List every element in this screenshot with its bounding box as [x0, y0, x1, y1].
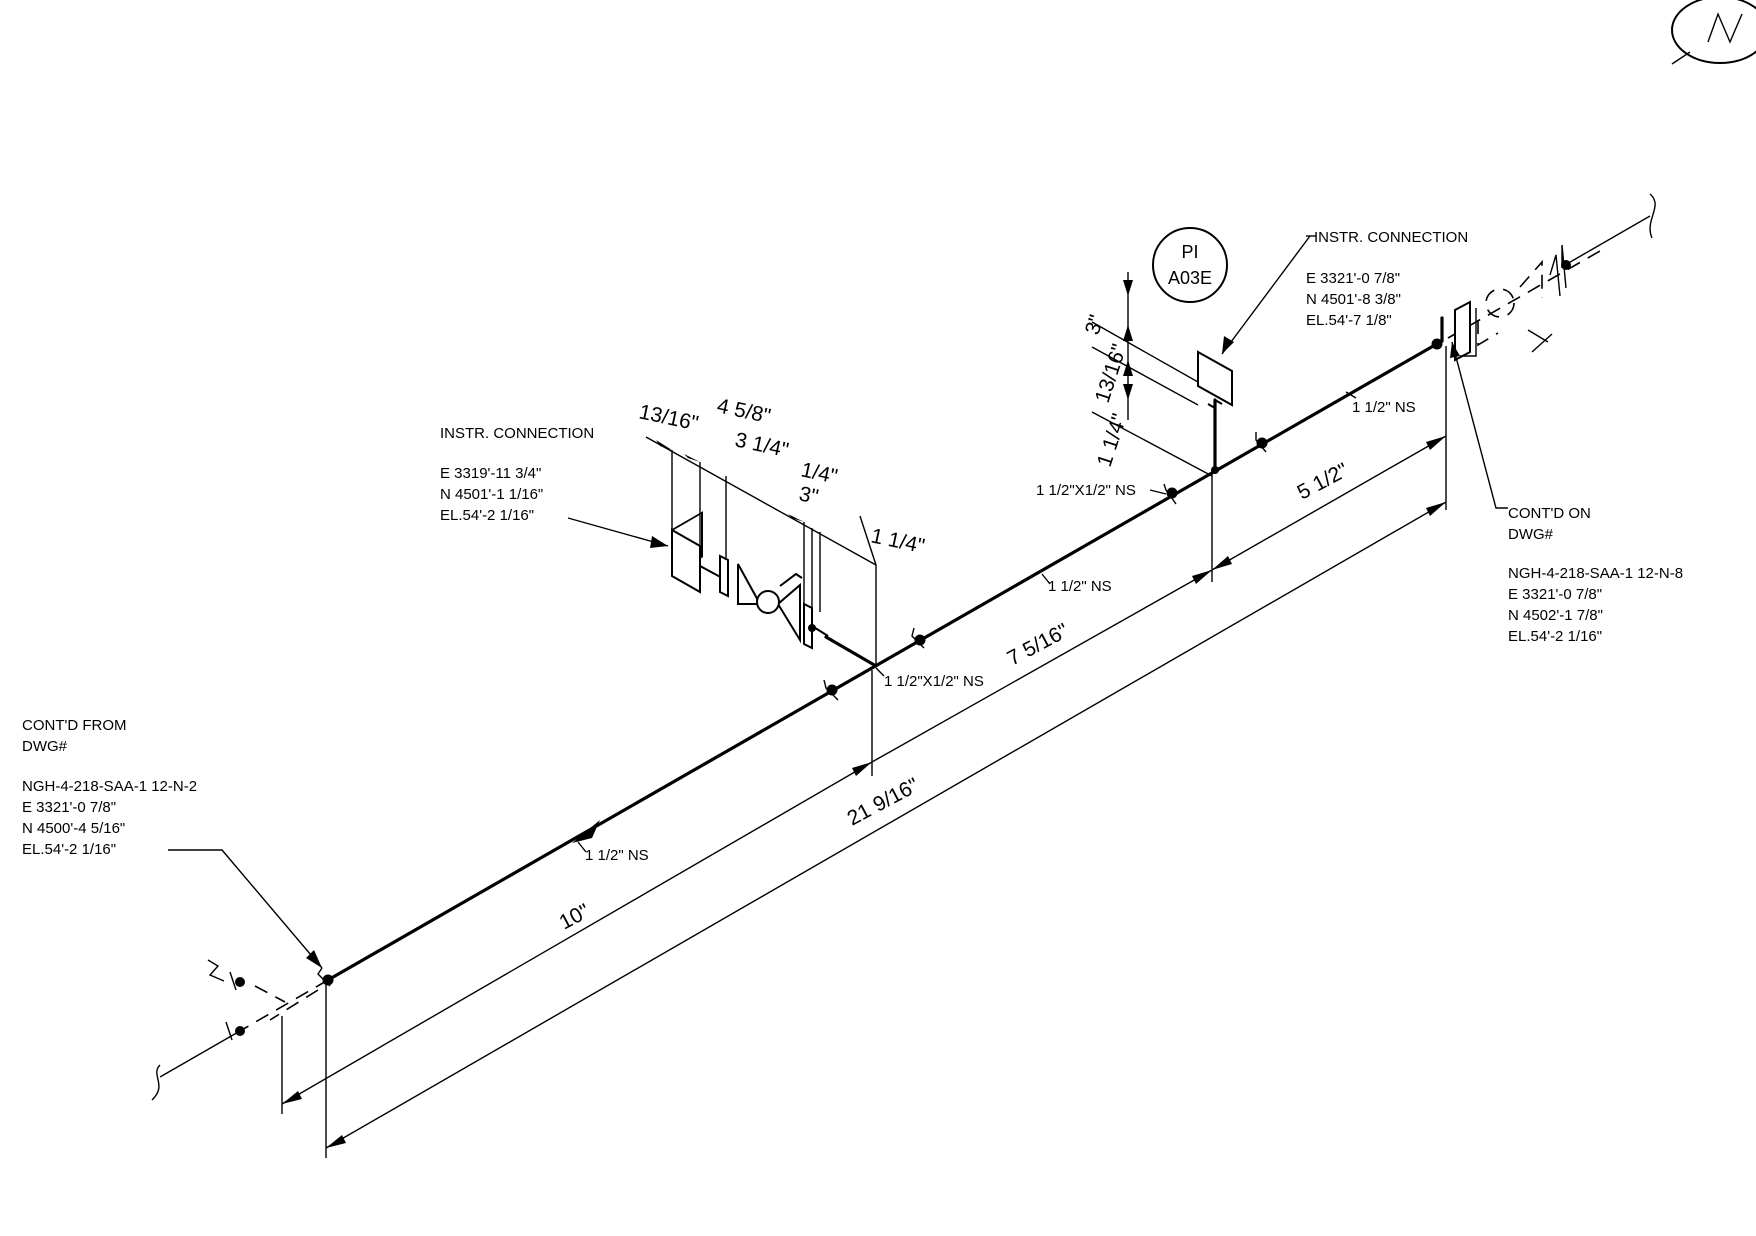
note-elev: EL.54'-2 1/16": [440, 507, 534, 524]
note-line1: CONT'D FROM: [22, 717, 127, 734]
leaders: [168, 235, 1508, 969]
dim-13-16-top: 13/16": [637, 400, 700, 435]
note-east: E 3321'-0 7/8": [1306, 270, 1400, 287]
pipe-label-reducer-lower: 1 1/2"X1/2" NS: [884, 673, 984, 690]
note-instr-connection-right: INSTR. CONNECTION E 3321'-0 7/8" N 4501'…: [1306, 229, 1468, 329]
note-contd-on: CONT'D ON DWG# NGH-4-218-SAA-1 12-N-8 E …: [1508, 505, 1683, 645]
instrument-branch-right: [1197, 350, 1233, 474]
note-north: N 4501'-8 3/8": [1306, 291, 1401, 308]
note-north: N 4501'-1 1/16": [440, 486, 543, 503]
note-instr-connection-left: INSTR. CONNECTION E 3319'-11 3/4" N 4501…: [440, 425, 594, 524]
pipe-label-ns-upper-right: 1 1/2" NS: [1352, 399, 1416, 416]
flow-arrow-icon: [572, 820, 600, 843]
note-east: E 3321'-0 7/8": [1508, 586, 1602, 603]
bubble-number: A03E: [1168, 268, 1212, 288]
note-dwg: NGH-4-218-SAA-1 12-N-2: [22, 778, 197, 795]
dim-4-5-8: 4 5/8": [715, 394, 773, 428]
pipe-continuation-left: [151, 959, 329, 1101]
dimension-lines: [281, 272, 1447, 1158]
bubble-tag: PI: [1181, 242, 1198, 262]
note-north: N 4500'-4 5/16": [22, 820, 125, 837]
pipe-label-ns-lower: 1 1/2" NS: [585, 847, 649, 864]
dim-5-1-2: 5 1/2": [1294, 459, 1353, 505]
pipe-welds: [317, 338, 1443, 987]
dim-21-9-16: 21 9/16": [844, 774, 923, 831]
main-pipe: [326, 316, 1444, 982]
note-line1: CONT'D ON: [1508, 505, 1591, 522]
instrument-bubble: PI A03E: [1152, 227, 1228, 303]
note-line2: DWG#: [22, 738, 68, 755]
north-arrow-icon: N: [1671, 0, 1756, 65]
note-title: INSTR. CONNECTION: [440, 425, 594, 442]
note-dwg: NGH-4-218-SAA-1 12-N-8: [1508, 565, 1683, 582]
dim-7-5-16: 7 5/16": [1004, 619, 1073, 670]
dim-3-vert: 3": [1081, 312, 1109, 337]
note-title: INSTR. CONNECTION: [1314, 229, 1468, 246]
note-elev: EL.54'-2 1/16": [1508, 628, 1602, 645]
pipe-continuation-right: [1447, 193, 1656, 362]
dim-10: 10": [556, 900, 594, 935]
pipe-size-labels: 1 1/2" NS 1 1/2" NS 1 1/2" NS 1 1/2"X1/2…: [577, 391, 1416, 864]
note-east: E 3319'-11 3/4": [440, 465, 541, 482]
note-east: E 3321'-0 7/8": [22, 799, 116, 816]
note-elev: EL.54'-7 1/8": [1306, 312, 1392, 329]
instrument-branch-left: [671, 511, 878, 668]
note-contd-from: CONT'D FROM DWG# NGH-4-218-SAA-1 12-N-2 …: [22, 717, 197, 858]
note-north: N 4502'-1 7/8": [1508, 607, 1603, 624]
north-label: N: [1716, 22, 1731, 45]
pipe-label-reducer-upper: 1 1/2"X1/2" NS: [1036, 482, 1136, 499]
dim-1-1-4-branch: 1 1/4": [869, 524, 927, 558]
dim-1-1-4-vert: 1 1/4": [1093, 411, 1132, 470]
dim-3-1-4: 3 1/4": [733, 428, 791, 462]
note-elev: EL.54'-2 1/16": [22, 841, 116, 858]
note-line2: DWG#: [1508, 526, 1554, 543]
pipe-label-ns-middle: 1 1/2" NS: [1048, 578, 1112, 595]
dim-3: 3": [797, 482, 821, 508]
